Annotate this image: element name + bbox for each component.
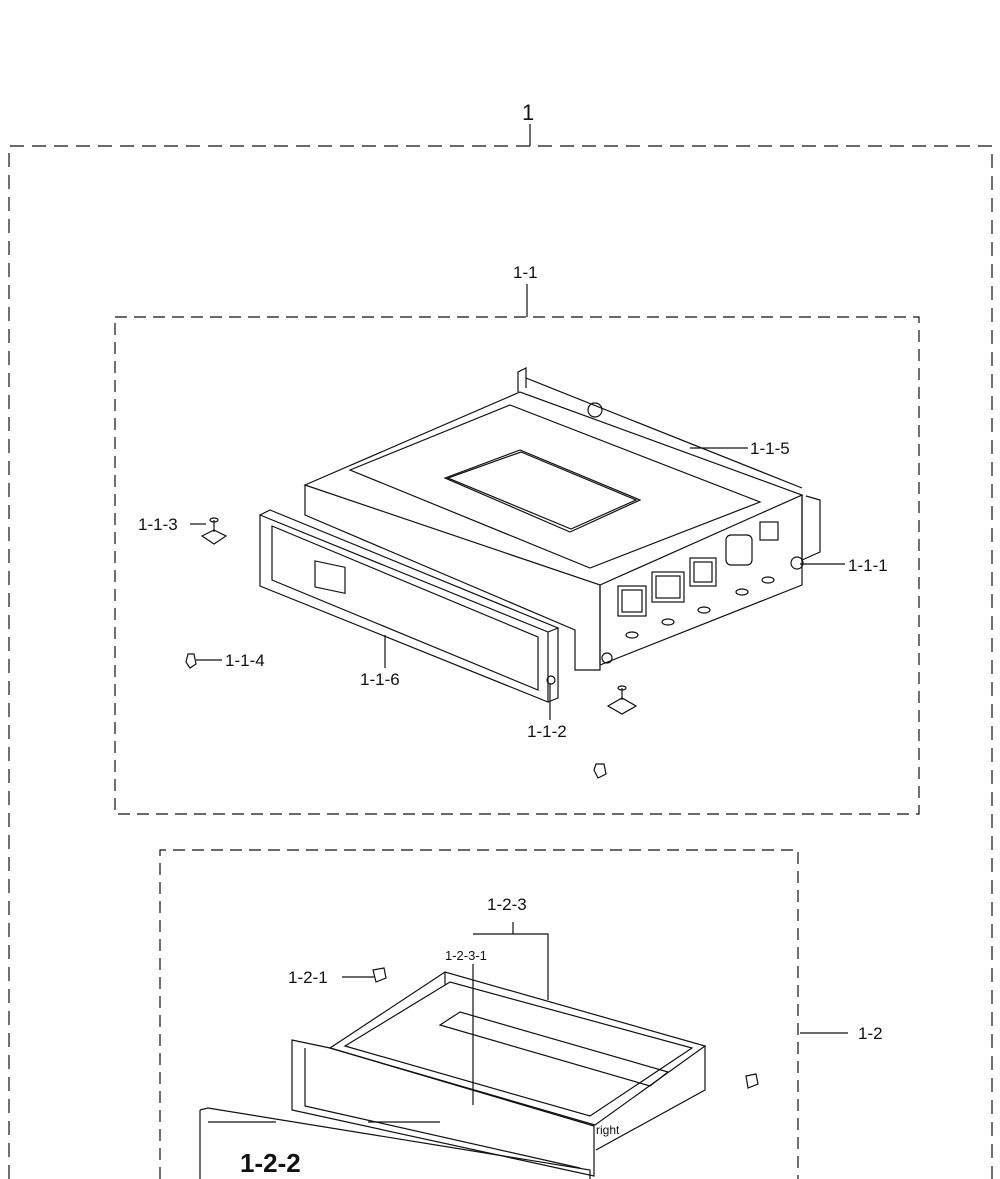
label-1-2: 1-2 <box>858 1024 883 1043</box>
drawer-clip-right <box>745 1073 759 1089</box>
label-1-2-3: 1-2-3 <box>487 895 527 914</box>
cut-text-right: right <box>596 1123 620 1137</box>
leveling-foot-left <box>200 517 228 545</box>
front-frame <box>259 509 560 703</box>
label-1-1: 1-1 <box>513 263 538 282</box>
label-1-1-4: 1-1-4 <box>225 651 265 670</box>
assembly-1-1-boundary <box>114 316 920 815</box>
label-1-1-3: 1-1-3 <box>138 515 178 534</box>
assembly-1-boundary <box>8 145 993 1179</box>
label-1-2-3-1: 1-2-3-1 <box>445 948 487 963</box>
leader-1-2-3-bracket <box>473 933 549 1000</box>
leveling-foot-front <box>606 685 638 715</box>
label-1-1-6: 1-1-6 <box>360 670 400 689</box>
label-1-2-1: 1-2-1 <box>288 968 328 987</box>
label-1-2-2: 1-2-2 <box>240 1148 301 1178</box>
clip-bottom <box>593 763 607 779</box>
drawer-body <box>291 971 707 1177</box>
clip-left <box>185 653 197 669</box>
label-1-1-2: 1-1-2 <box>527 722 567 741</box>
label-1-1-5: 1-1-5 <box>750 439 790 458</box>
cabinet-body <box>303 367 821 671</box>
drawer-front-panel <box>199 1107 591 1179</box>
drawer-clip-left <box>372 967 387 983</box>
assembly-1-2-boundary <box>159 849 799 1179</box>
label-1-1-1: 1-1-1 <box>848 556 888 575</box>
label-1: 1 <box>522 100 535 125</box>
